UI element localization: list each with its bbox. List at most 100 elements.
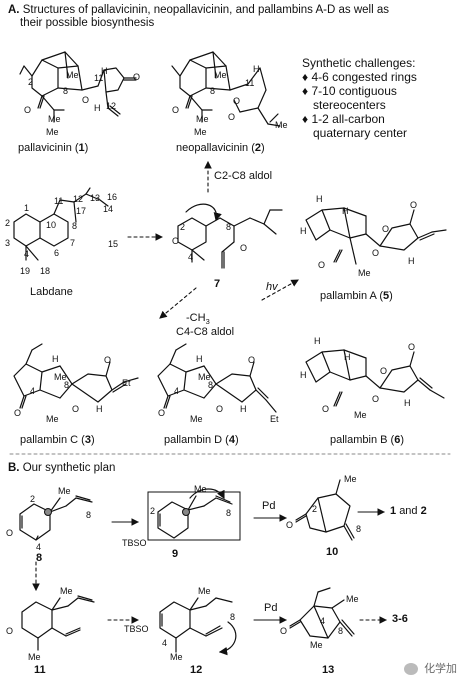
section-b-letter: B. xyxy=(8,462,20,474)
pallambin-b-o-carbonyl: O xyxy=(408,342,416,352)
neopallavicinin-structure xyxy=(171,51,281,127)
target-top-1: 1 xyxy=(390,505,397,517)
cmp11-me: Me xyxy=(60,586,73,596)
cmp13-me: Me xyxy=(346,594,359,604)
cmp13-me2: Me xyxy=(310,640,323,650)
pallambin-c-structure xyxy=(13,343,139,409)
pallambin-d-et: Et xyxy=(270,414,279,424)
watermark: 化学加 xyxy=(404,660,457,676)
pallambin-c-h1: H xyxy=(52,354,59,364)
labdane-locant-4: 4 xyxy=(24,249,30,259)
cmp8-locant-8: 8 xyxy=(86,510,92,520)
neopallavicinin-h: H xyxy=(253,64,260,74)
labdane-locant-19: 19 xyxy=(20,266,31,276)
pallambin-d-label: pallambin D (4) xyxy=(164,434,239,446)
section-b-title: B. Our synthetic plan xyxy=(8,462,115,475)
pallambin-b-o-ketone: O xyxy=(322,404,330,414)
compound-9-number: 9 xyxy=(172,548,179,560)
labdane-locant-18: 18 xyxy=(40,266,51,276)
pallavicinin-label: pallavicinin (1) xyxy=(18,142,89,154)
cmp9-locant-8: 8 xyxy=(226,508,232,518)
pallambin-a-h4: H xyxy=(408,256,415,266)
labdane-locant-13: 13 xyxy=(90,193,101,203)
intermediate-7-locant-8: 8 xyxy=(226,222,232,232)
cmp10-locant-2: 2 xyxy=(312,504,318,514)
neopallavicinin-o-carbonyl: O xyxy=(228,112,236,122)
neopallavicinin-name: neopallavicinin xyxy=(176,142,249,154)
pallambin-b-name: pallambin B xyxy=(330,434,388,446)
pallambin-c-name: pallambin C xyxy=(20,434,79,446)
pallavicinin-locant-12: 12 xyxy=(106,101,117,111)
labdane-locant-7: 7 xyxy=(70,238,76,248)
cmp12-locant-4: 4 xyxy=(162,638,168,648)
cmp8-o: O xyxy=(6,528,14,538)
pallambin-c-me2: Me xyxy=(46,414,59,424)
reagent-pd-top: Pd xyxy=(262,500,276,512)
challenge-item-1-text: 4-6 congested rings xyxy=(311,70,417,84)
cmp10-locant-8: 8 xyxy=(356,524,362,534)
pallambin-a-h1: H xyxy=(316,194,323,204)
neopallavicinin-me4: Me xyxy=(275,120,288,130)
wechat-icon xyxy=(404,663,418,676)
challenge-item-2: ♦ 7-10 contiguous xyxy=(302,84,397,98)
pallambin-a-label: pallambin A (5) xyxy=(320,290,393,302)
section-a-title: A. Structures of pallavicinin, neopallav… xyxy=(8,4,389,17)
pallambin-b-o-ring: O xyxy=(380,366,388,376)
section-a-title-line1: Structures of pallavicinin, neopallavici… xyxy=(22,4,389,16)
section-a-letter: A. xyxy=(8,4,20,16)
intermediate-7-locant-2: 2 xyxy=(180,222,186,232)
pallambin-c-h2: H xyxy=(96,404,103,414)
pallambin-d-locant-4: 4 xyxy=(174,386,180,396)
pallavicinin-me2: Me xyxy=(48,114,61,124)
labdane-locant-14: 14 xyxy=(103,204,114,214)
pallambin-c-o-ketone: O xyxy=(14,408,22,418)
pallambin-b-label: pallambin B (6) xyxy=(330,434,405,446)
target-top-2: 2 xyxy=(420,505,427,517)
cmp10-o: O xyxy=(286,520,294,530)
challenge-item-3: ♦ 1-2 all-carbon xyxy=(302,112,385,126)
labdane-locant-1: 1 xyxy=(24,203,30,213)
intermediate-7-o-ketone: O xyxy=(240,243,248,253)
pallambin-b-number: 6 xyxy=(394,434,401,446)
pallambin-b-h2: H xyxy=(300,370,307,380)
pallambin-b-structure xyxy=(305,349,445,407)
labdane-locant-2: 2 xyxy=(5,218,11,228)
cmp12-locant-8: 8 xyxy=(230,612,236,622)
neopallavicinin-me3: Me xyxy=(194,127,207,137)
pallambin-b-h1: H xyxy=(314,336,321,346)
cmp9-locant-2: 2 xyxy=(150,506,156,516)
target-top: 1 and 2 xyxy=(390,505,427,517)
minus-ch3-sub: 3 xyxy=(205,317,210,327)
neopallavicinin-number: 2 xyxy=(254,142,262,154)
pallambin-d-name: pallambin D xyxy=(164,434,223,446)
compound-13-number: 13 xyxy=(322,664,335,676)
arrow-label-hv: hv xyxy=(266,281,278,293)
pallambin-d-number: 4 xyxy=(228,434,235,446)
cmp13-locant-4: 4 xyxy=(320,616,326,626)
intermediate-7-o: O xyxy=(172,236,180,246)
pallambin-a-h2: H xyxy=(300,226,307,236)
compound-12-number: 12 xyxy=(190,664,203,676)
challenges-heading: Synthetic challenges: xyxy=(302,56,416,70)
pallambin-c-label: pallambin C (3) xyxy=(20,434,95,446)
pallambin-c-me1: Me xyxy=(54,372,67,382)
neopallavicinin-o-ring: O xyxy=(233,96,241,106)
pallambin-a-me: Me xyxy=(358,268,371,278)
pallambin-a-name: pallambin A xyxy=(320,290,377,302)
minus-ch3-text: -CH xyxy=(186,312,206,324)
pallavicinin-o-ketone: O xyxy=(24,105,32,115)
pallambin-a-o-ether: O xyxy=(372,248,380,258)
pallambin-d-o-ether: O xyxy=(216,404,224,414)
labdane-locant-12: 12 xyxy=(73,194,84,204)
pallambin-b-o-ether: O xyxy=(372,394,380,404)
neopallavicinin-locant-8: 8 xyxy=(210,86,216,96)
pallambin-d-o-carbonyl: O xyxy=(248,355,256,365)
pallavicinin-number: 1 xyxy=(78,142,85,154)
pallambin-a-o-carbonyl: O xyxy=(410,200,418,210)
pallavicinin-h1: H xyxy=(101,66,108,76)
pallavicinin-structure xyxy=(19,51,137,123)
pallambin-c-o-ether: O xyxy=(72,404,80,414)
cmp8-locant-2: 2 xyxy=(30,494,36,504)
cmp8-me: Me xyxy=(58,486,71,496)
